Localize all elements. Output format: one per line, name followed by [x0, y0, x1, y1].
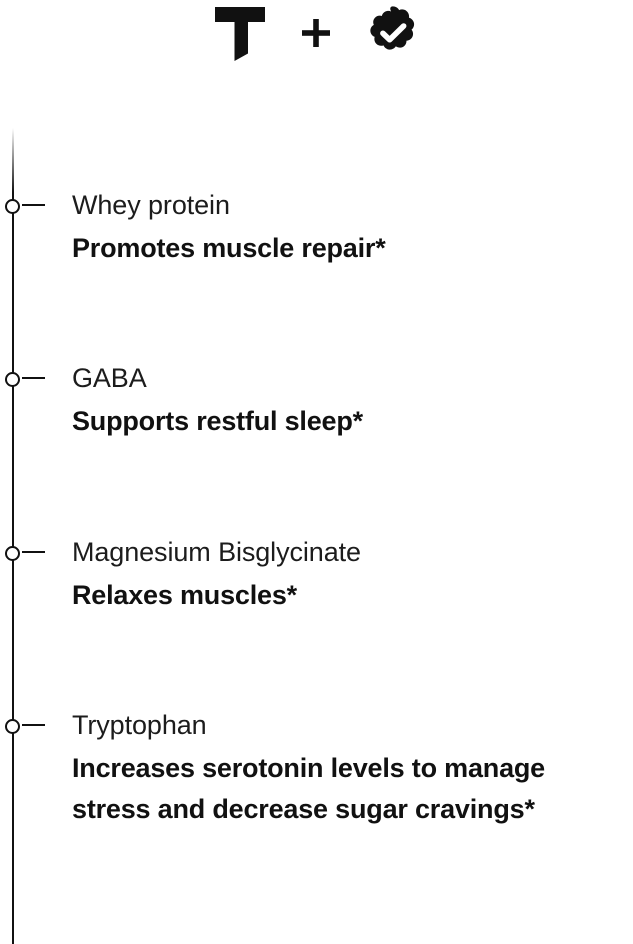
- timeline-node-tick: [22, 377, 45, 379]
- timeline-node-tick: [22, 724, 45, 726]
- timeline-node-dot: [5, 719, 20, 734]
- ingredient-benefit: Promotes muscle repair*: [72, 233, 386, 263]
- timeline-node-dot: [5, 199, 20, 214]
- brand-header: [0, 0, 633, 70]
- ingredient-name: Whey protein: [72, 190, 230, 220]
- timeline-node-dot: [5, 372, 20, 387]
- timeline-item-content: Whey protein Promotes muscle repair*: [72, 188, 630, 269]
- timeline-node-icon: [0, 196, 48, 216]
- ingredient-name: GABA: [72, 363, 147, 393]
- timeline-item-content: GABA Supports restful sleep*: [72, 361, 630, 442]
- ingredient-name: Magnesium Bisglycinate: [72, 537, 361, 567]
- timeline-node-dot: [5, 546, 20, 561]
- timeline-axis-line: [12, 128, 14, 944]
- timeline-node-tick: [22, 204, 45, 206]
- ingredient-benefit: Supports restful sleep*: [72, 406, 363, 436]
- timeline-node-icon: [0, 543, 48, 563]
- timeline-node-tick: [22, 551, 45, 553]
- timeline-item-content: Magnesium Bisglycinate Relaxes muscles*: [72, 535, 630, 616]
- ingredient-name: Tryptophan: [72, 710, 207, 740]
- ingredient-benefit: Increases serotonin levels to manage str…: [72, 753, 545, 824]
- letter-t-logo-icon: [213, 5, 267, 66]
- verified-badge-icon: [365, 5, 421, 66]
- timeline-item-content: Tryptophan Increases serotonin levels to…: [72, 708, 630, 830]
- timeline-node-icon: [0, 716, 48, 736]
- plus-icon: [301, 18, 331, 53]
- ingredient-benefit: Relaxes muscles*: [72, 580, 297, 610]
- timeline-node-icon: [0, 369, 48, 389]
